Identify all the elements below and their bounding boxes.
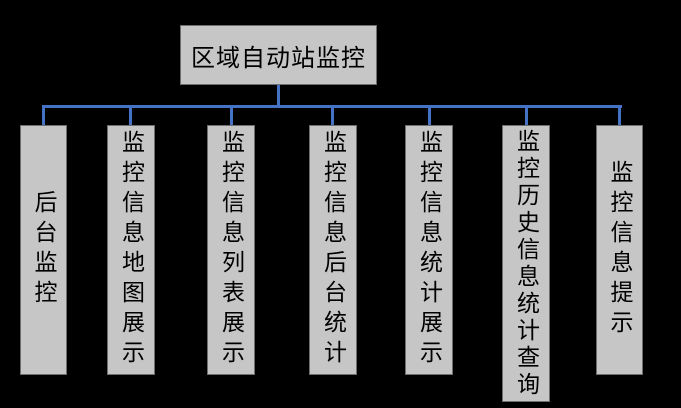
- node-monitor-info-alert-label: 监控信息提示: [607, 160, 632, 340]
- node-monitor-info-stats-display-label: 监控信息统计展示: [416, 130, 442, 370]
- node-monitor-info-backend-stats: 监控信息后台统计: [309, 125, 357, 375]
- node-root-region-auto-station-monitor: 区域自动站监控: [180, 25, 377, 85]
- node-monitor-history-stats-query-label: 监控历史信息统计查询: [513, 128, 539, 399]
- node-root-label: 区域自动站监控: [191, 45, 366, 72]
- connector-drop-3: [230, 105, 233, 126]
- node-monitor-info-stats-display: 监控信息统计展示: [405, 125, 453, 375]
- connector-drop-2: [129, 105, 132, 126]
- connector-drop-7: [618, 105, 621, 126]
- connector-drop-1: [42, 105, 45, 126]
- connector-drop-5: [428, 105, 431, 126]
- node-monitor-info-alert: 监控信息提示: [596, 125, 643, 375]
- node-monitor-info-list-display-label: 监控信息列表展示: [218, 130, 244, 370]
- connector-drop-6: [525, 105, 528, 126]
- node-backend-monitor: 后台监控: [20, 125, 67, 375]
- node-monitor-info-list-display: 监控信息列表展示: [207, 125, 255, 375]
- node-monitor-info-map-display-label: 监控信息地图展示: [118, 130, 144, 370]
- connector-root-stem: [277, 85, 280, 106]
- connector-drop-4: [331, 105, 334, 126]
- node-monitor-history-stats-query: 监控历史信息统计查询: [502, 125, 550, 402]
- node-backend-monitor-label: 后台监控: [31, 190, 56, 310]
- node-monitor-info-backend-stats-label: 监控信息后台统计: [320, 130, 346, 370]
- node-monitor-info-map-display: 监控信息地图展示: [107, 125, 155, 375]
